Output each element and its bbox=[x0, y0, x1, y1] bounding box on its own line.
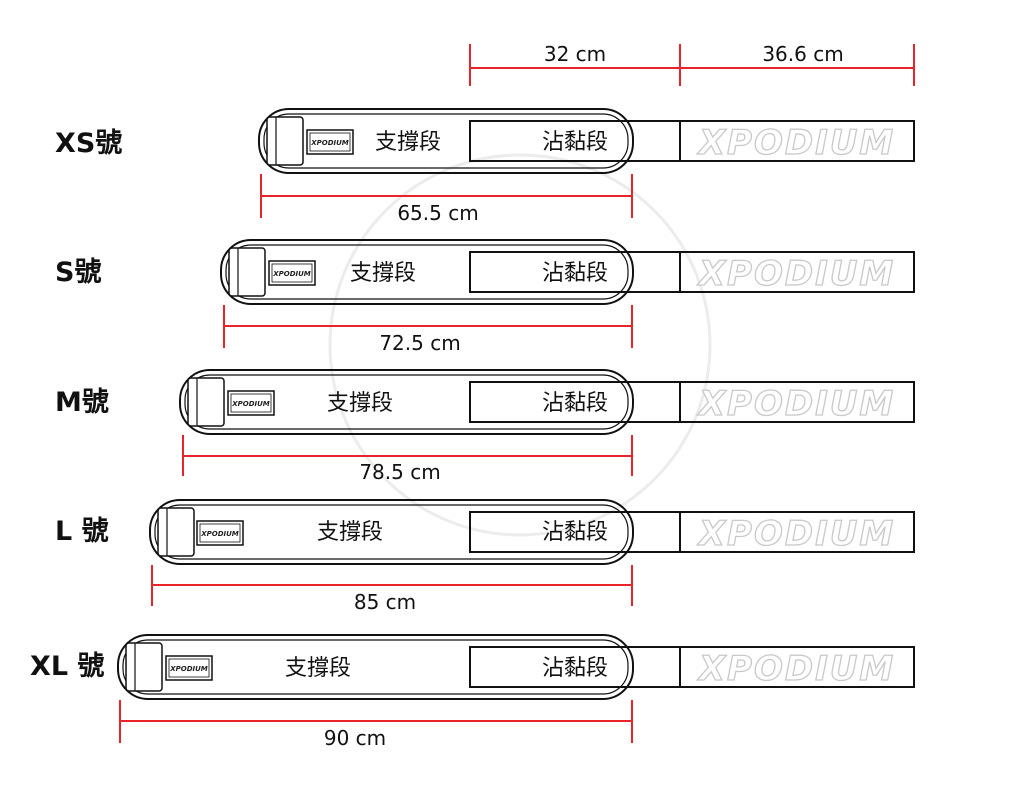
velcro-section-label: 沾黏段 bbox=[542, 261, 608, 286]
svg-text:XPODIUM: XPODIUM bbox=[169, 665, 208, 673]
strap-end bbox=[679, 120, 915, 162]
velcro-section-label: 沾黏段 bbox=[542, 656, 608, 681]
velcro-section-label: 沾黏段 bbox=[542, 391, 608, 416]
belt-m: M號 XPODIUM 支撐段 沾黏段 XPODIUM 78.5 cm bbox=[55, 369, 915, 484]
belt-xl: XL 號 XPODIUM 支撐段 沾黏段 XPODIUM 90 cm bbox=[30, 634, 915, 750]
velcro-section-label: 沾黏段 bbox=[542, 130, 608, 155]
length-dimension: 72.5 cm bbox=[223, 305, 633, 355]
length-dimension: 85 cm bbox=[151, 565, 633, 614]
xpodium-brand-text: XPODIUM bbox=[697, 123, 895, 163]
buckle-end bbox=[228, 247, 266, 297]
belt-inner-band bbox=[154, 504, 629, 560]
svg-text:XPODIUM: XPODIUM bbox=[231, 400, 270, 408]
belt-xs: XS號 XPODIUM 支撐段 沾黏段 XPODIUM 65.5 cm bbox=[55, 108, 915, 225]
buckle-end bbox=[266, 116, 304, 166]
svg-text:XPODIUM: XPODIUM bbox=[310, 139, 349, 147]
support-section-label: 支撐段 bbox=[317, 520, 383, 545]
svg-text:XPODIUM: XPODIUM bbox=[200, 530, 239, 538]
belt-inner-band bbox=[184, 374, 629, 430]
xpodium-brand-text: XPODIUM bbox=[697, 384, 895, 424]
xpodium-logo-badge: XPODIUM bbox=[165, 655, 213, 681]
size-label: XL 號 bbox=[30, 651, 104, 682]
belt-s: S號 XPODIUM 支撐段 沾黏段 XPODIUM 72.5 cm bbox=[55, 239, 915, 355]
strap-end bbox=[679, 251, 915, 293]
belt-support-section bbox=[179, 369, 634, 435]
xpodium-brand-text: XPODIUM bbox=[697, 514, 895, 554]
support-section-label: 支撐段 bbox=[327, 391, 393, 416]
top-dimension-label: 36.6 cm bbox=[762, 42, 843, 66]
xpodium-logo-badge: XPODIUM bbox=[196, 520, 244, 546]
length-label: 90 cm bbox=[324, 726, 386, 750]
xpodium-logo-badge: XPODIUM bbox=[227, 390, 275, 416]
support-section-label: 支撐段 bbox=[285, 656, 351, 681]
belt-l: L 號 XPODIUM 支撐段 沾黏段 XPODIUM 85 cm bbox=[55, 499, 915, 614]
belt-support-section bbox=[258, 108, 634, 174]
belt-support-section bbox=[149, 499, 634, 565]
size-label: XS號 bbox=[55, 128, 122, 159]
size-label: S號 bbox=[55, 257, 101, 288]
size-label: L 號 bbox=[55, 516, 109, 547]
buckle-end bbox=[157, 507, 195, 557]
size-label: M號 bbox=[55, 387, 109, 418]
length-label: 78.5 cm bbox=[359, 460, 440, 484]
watermark-circle bbox=[328, 153, 712, 537]
strap-end bbox=[679, 646, 915, 688]
top-dimension-32: 32 cm bbox=[469, 42, 681, 86]
belt-inner-band bbox=[263, 113, 629, 169]
buckle-end bbox=[125, 642, 163, 692]
length-label: 85 cm bbox=[354, 590, 416, 614]
buckle-end bbox=[187, 377, 225, 427]
xpodium-brand-text: XPODIUM bbox=[697, 649, 895, 689]
length-label: 65.5 cm bbox=[397, 201, 478, 225]
top-dimension-36-6: 36.6 cm bbox=[680, 42, 915, 86]
belt-inner-band bbox=[122, 639, 629, 695]
strap-end bbox=[679, 381, 915, 423]
xpodium-logo-badge: XPODIUM bbox=[268, 260, 316, 286]
svg-text:XPODIUM: XPODIUM bbox=[272, 270, 311, 278]
length-label: 72.5 cm bbox=[379, 331, 460, 355]
velcro-section-label: 沾黏段 bbox=[542, 520, 608, 545]
belt-support-section bbox=[117, 634, 634, 700]
support-section-label: 支撐段 bbox=[350, 261, 416, 286]
length-dimension: 78.5 cm bbox=[182, 435, 633, 484]
xpodium-brand-text: XPODIUM bbox=[697, 254, 895, 294]
length-dimension: 65.5 cm bbox=[260, 174, 633, 225]
strap-end bbox=[679, 511, 915, 553]
belt-support-section bbox=[220, 239, 634, 305]
belt-inner-band bbox=[225, 244, 629, 300]
xpodium-logo-badge: XPODIUM bbox=[306, 129, 354, 155]
length-dimension: 90 cm bbox=[119, 700, 633, 750]
top-dimension-label: 32 cm bbox=[544, 42, 606, 66]
support-section-label: 支撐段 bbox=[375, 130, 441, 155]
